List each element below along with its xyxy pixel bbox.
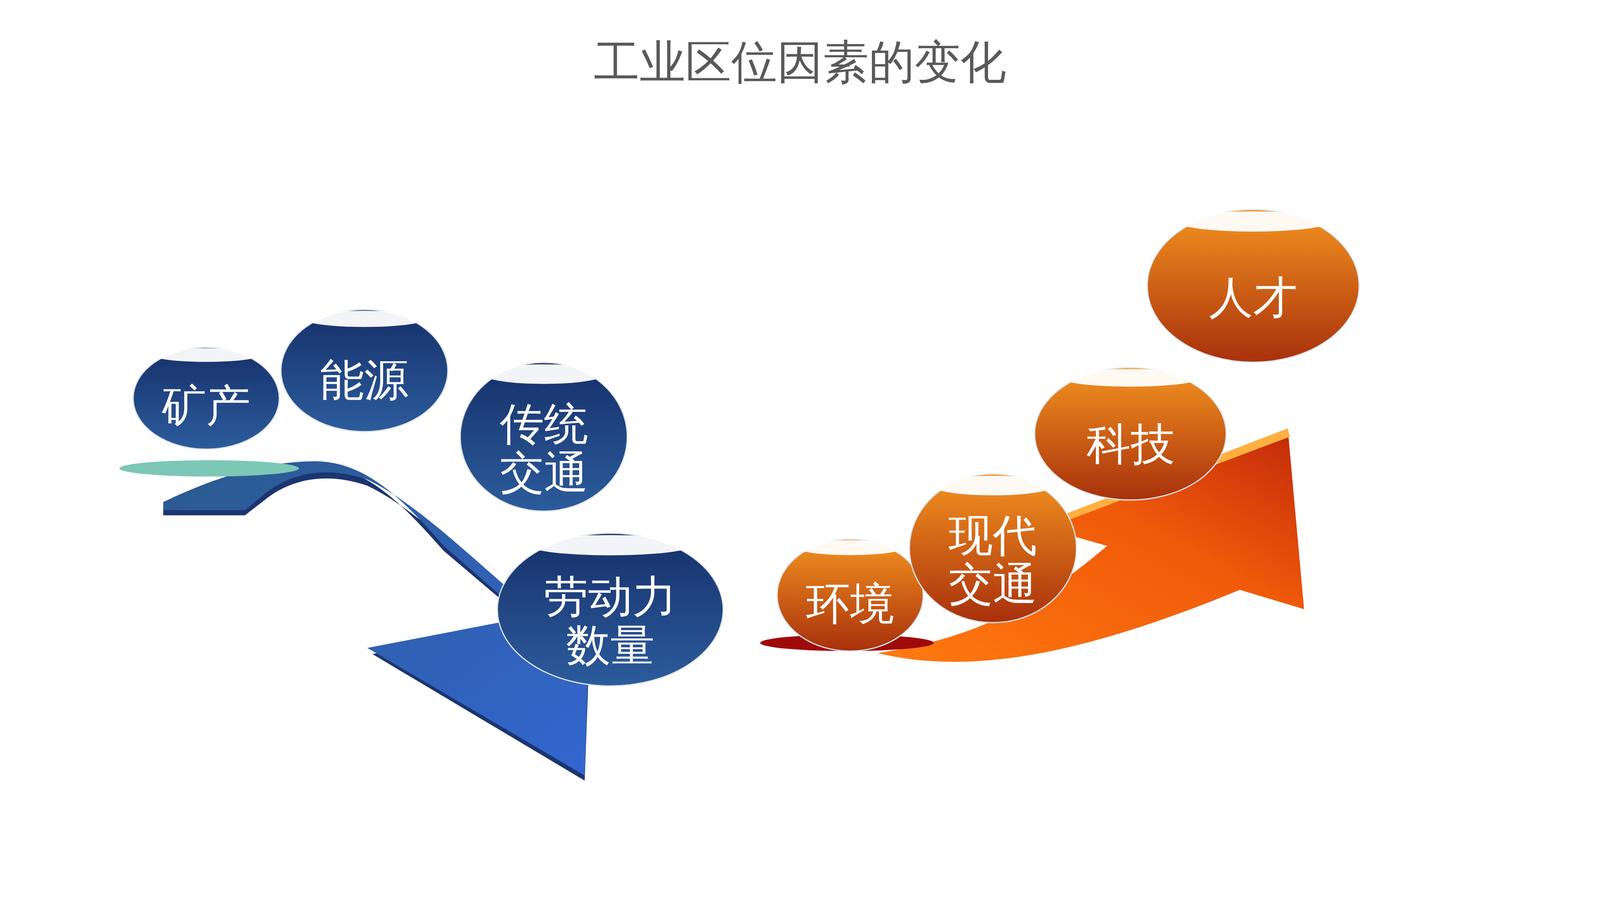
sphere-node: 人才 xyxy=(1146,208,1361,364)
node-label: 劳动力数量 xyxy=(539,572,681,670)
sphere-node: 科技 xyxy=(1033,366,1228,501)
sphere-node: 劳动力数量 xyxy=(496,531,725,688)
sphere-node: 矿产 xyxy=(131,346,281,450)
sphere-node: 环境 xyxy=(775,537,925,652)
node-label: 科技 xyxy=(1086,419,1175,469)
base-disc xyxy=(119,459,300,477)
node-label: 传统交通 xyxy=(495,399,593,497)
diagram-title: 工业区位因素的变化 xyxy=(0,31,1600,94)
node-label: 现代交通 xyxy=(944,510,1042,608)
sphere-node: 传统交通 xyxy=(459,361,629,512)
sphere-node: 能源 xyxy=(279,308,450,433)
sphere-node: 现代交通 xyxy=(908,472,1078,624)
node-label: 矿产 xyxy=(161,381,251,430)
node-label: 能源 xyxy=(320,355,409,405)
node-label: 人才 xyxy=(1208,272,1298,322)
node-label: 环境 xyxy=(805,579,895,628)
